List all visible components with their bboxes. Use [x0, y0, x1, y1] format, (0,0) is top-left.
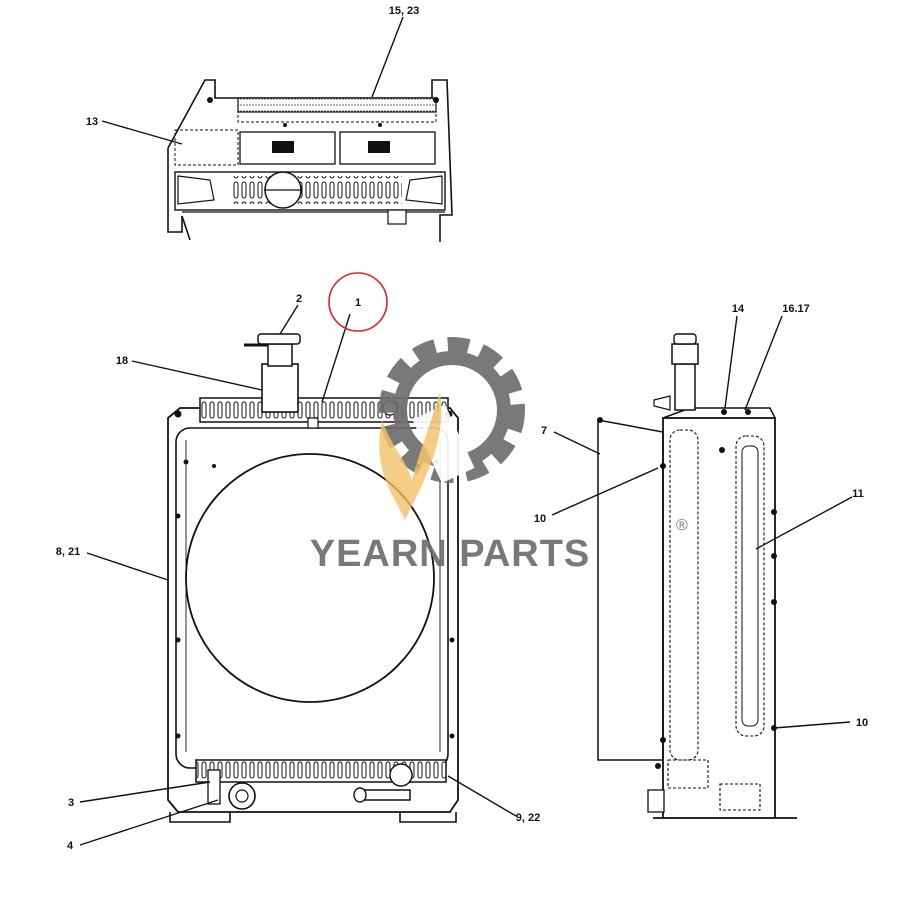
callout-18: 18: [116, 355, 128, 367]
front-view-radiator: [167, 333, 459, 823]
callout-2: 2: [296, 293, 302, 305]
registered-mark: ®: [676, 517, 688, 534]
callout-1: 1: [355, 297, 361, 309]
callout-10-upper: 10: [534, 513, 546, 525]
callout-7: 7: [541, 425, 547, 437]
side-view-radiator: [597, 333, 797, 819]
flame-accent-icon: [379, 392, 442, 520]
callout-16-17: 16.17: [782, 303, 810, 315]
highlight-circle: [328, 272, 388, 332]
callout-4: 4: [67, 840, 74, 852]
gear-icon: [379, 337, 525, 484]
callout-11: 11: [852, 488, 864, 500]
callout-13: 13: [86, 116, 98, 128]
leader-lines: [79, 16, 853, 846]
callout-15-23: 15, 23: [389, 5, 420, 17]
callout-labels: 15, 23 13 2 1 18 8, 21 3 4 9, 22 14 16.1…: [56, 5, 868, 852]
callout-10-lower: 10: [856, 717, 868, 729]
callout-8-21: 8, 21: [56, 546, 80, 558]
callout-14: 14: [732, 303, 745, 315]
watermark-text: YEARN PARTS: [310, 533, 591, 575]
callout-9-22: 9, 22: [516, 812, 540, 824]
top-view-radiator: [167, 79, 453, 242]
watermark-logo: YEARN PARTS ®: [310, 337, 688, 575]
callout-3: 3: [68, 797, 74, 809]
